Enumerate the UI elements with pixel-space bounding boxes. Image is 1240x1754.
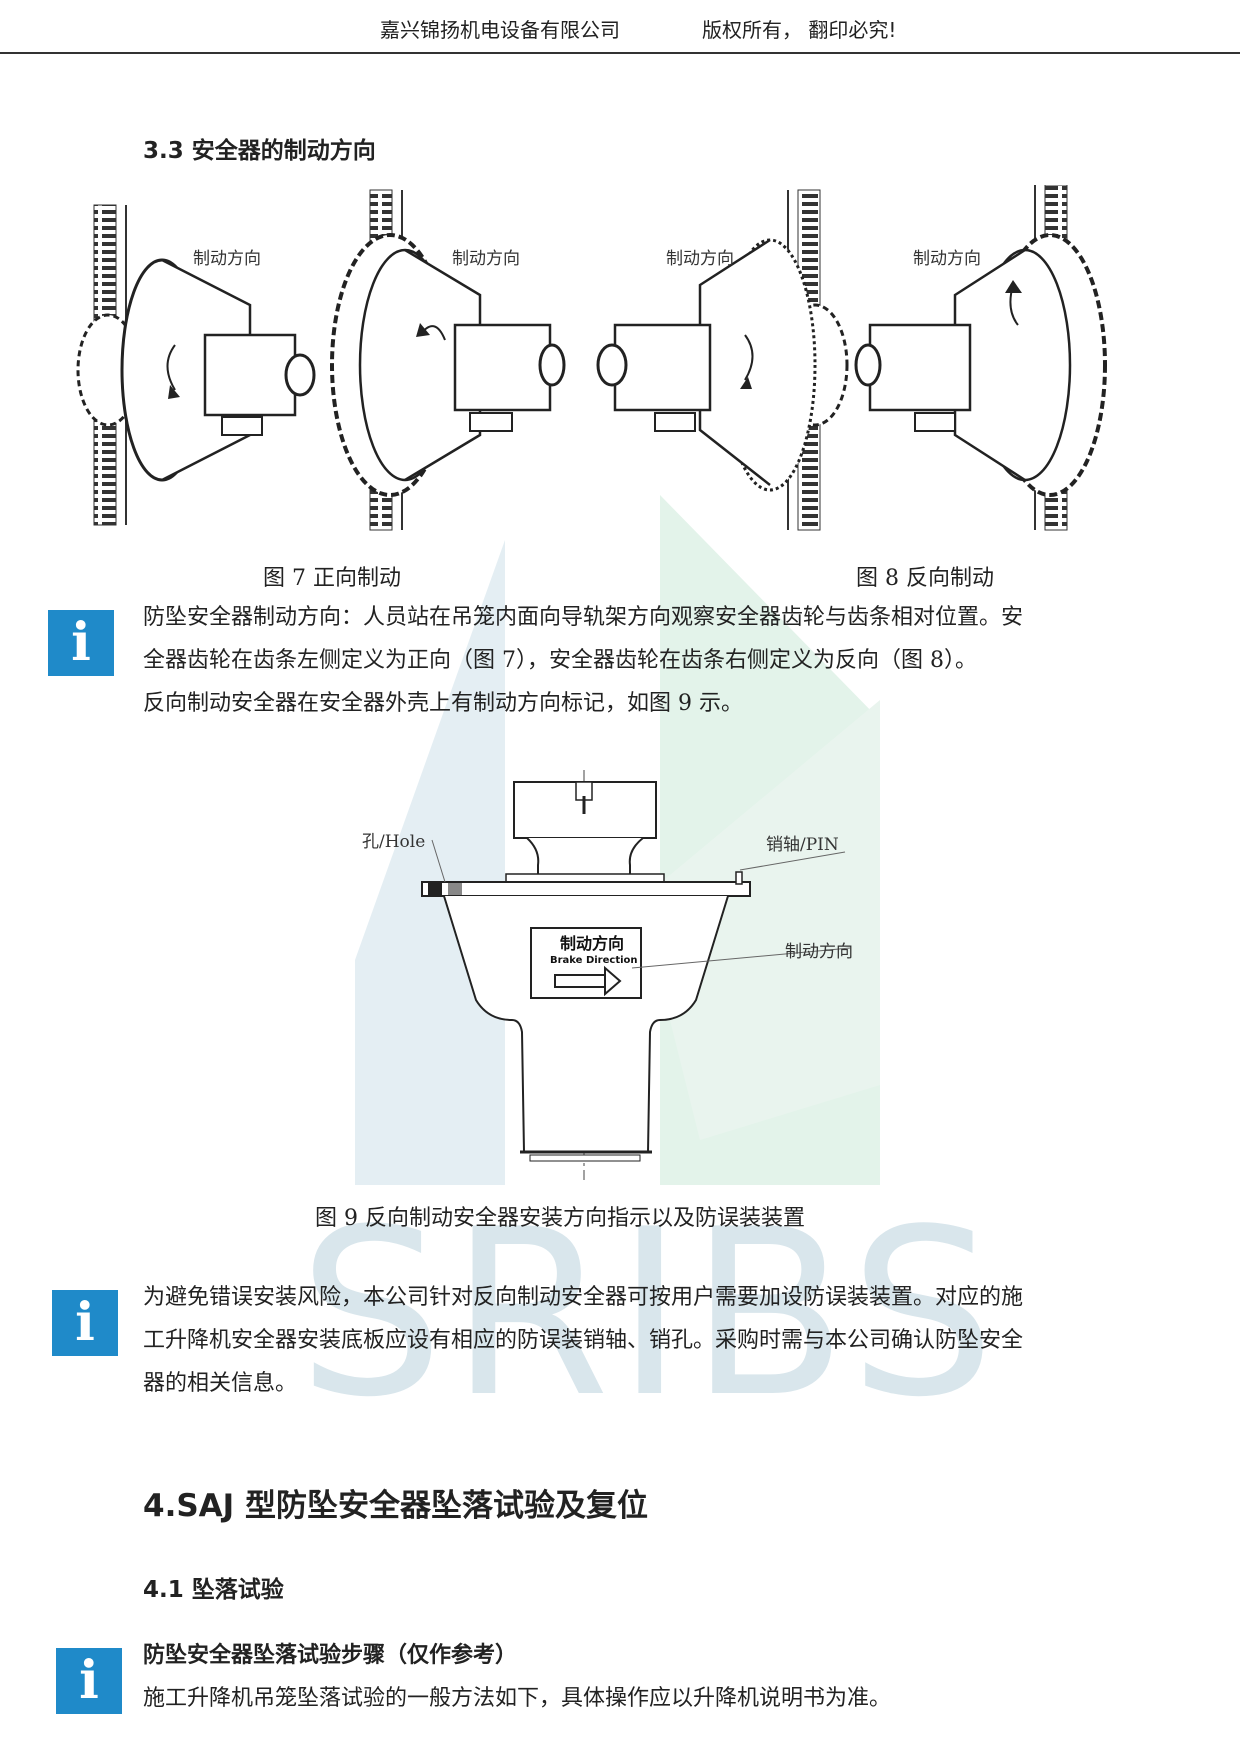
note-brake-direction: 防坠安全器制动方向：人员站在吊笼内面向导轨架方向观察安全器齿轮与齿条相对位置。安…: [143, 596, 1113, 725]
fig9-hole-label: 孔/Hole: [362, 832, 426, 852]
safety-device-1: [76, 204, 316, 526]
info-icon: i: [52, 1290, 118, 1356]
section-4-1-title: 4.1 坠落试验: [143, 1577, 284, 1603]
fig8-caption: 图 8 反向制动: [856, 566, 994, 591]
note-line: 防坠安全器制动方向：人员站在吊笼内面向导轨架方向观察安全器齿轮与齿条相对位置。安: [143, 605, 1024, 630]
note-line: 工升降机安全器安装底板应设有相应的防误装销轴、销孔。采购时需与本公司确认防坠安全: [143, 1328, 1024, 1353]
fig9-plate-cn: 制动方向: [560, 934, 625, 953]
fig8a-brake-direction-label: 制动方向: [666, 249, 734, 269]
note-title: 防坠安全器坠落试验步骤（仅作参考）: [143, 1643, 518, 1668]
fig9-direction-label: 制动方向: [785, 942, 853, 962]
company-name: 嘉兴锦扬机电设备有限公司: [380, 18, 620, 42]
fig7a-brake-direction-label: 制动方向: [193, 249, 261, 269]
fig9-pin-label: 销轴/PIN: [766, 835, 839, 855]
fig7-caption: 图 7 正向制动: [263, 566, 401, 591]
note-drop-test: 防坠安全器坠落试验步骤（仅作参考） 施工升降机吊笼坠落试验的一般方法如下，具体操…: [143, 1634, 1113, 1720]
safety-device-3: [596, 189, 849, 531]
page-header: 嘉兴锦扬机电设备有限公司 版权所有， 翻印必究!: [0, 0, 1240, 54]
section-4-title: 4.SAJ 型防坠安全器坠落试验及复位: [143, 1488, 648, 1524]
figure-9-drawing: [421, 770, 851, 1180]
copyright-notice: 版权所有， 翻印必究!: [702, 18, 897, 42]
safety-device-4: [854, 185, 1107, 531]
fig9-plate-en: Brake Direction: [550, 955, 638, 966]
note-line: 施工升降机吊笼坠落试验的一般方法如下，具体操作应以升降机说明书为准。: [143, 1686, 892, 1711]
info-icon: i: [56, 1648, 122, 1714]
note-line: 全器齿轮在齿条左侧定义为正向（图 7），安全器齿轮在齿条右侧定义为反向（图 8）…: [143, 648, 977, 673]
note-line: 反向制动安全器在安全器外壳上有制动方向标记，如图 9 示。: [143, 691, 743, 716]
fig8b-brake-direction-label: 制动方向: [913, 249, 981, 269]
fig7b-brake-direction-label: 制动方向: [452, 249, 520, 269]
safety-device-2: [330, 189, 566, 531]
note-line: 器的相关信息。: [143, 1371, 298, 1396]
figure-7-8-drawing: [76, 185, 1107, 531]
section-3-3-title: 3.3 安全器的制动方向: [143, 138, 376, 164]
fig9-caption: 图 9 反向制动安全器安装方向指示以及防误装装置: [315, 1206, 805, 1231]
info-icon: i: [48, 610, 114, 676]
note-anti-misinstall: 为避免错误安装风险，本公司针对反向制动安全器可按用户需要加设防误装装置。对应的施…: [143, 1276, 1113, 1405]
note-line: 为避免错误安装风险，本公司针对反向制动安全器可按用户需要加设防误装装置。对应的施: [143, 1285, 1024, 1310]
